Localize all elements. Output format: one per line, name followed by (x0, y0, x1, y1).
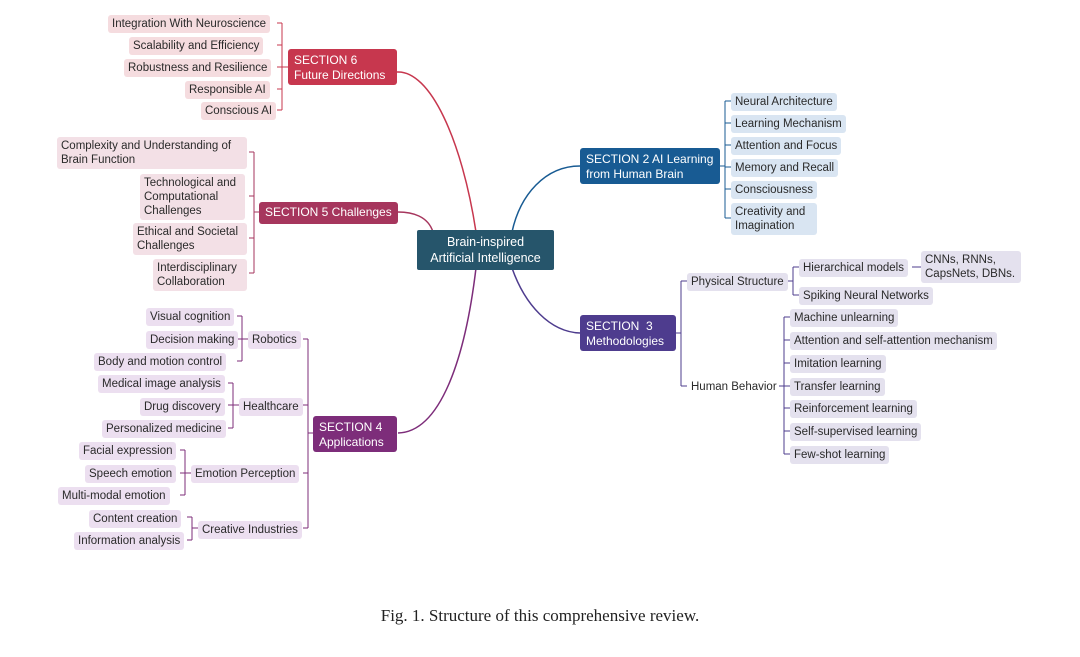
section2-item-learning-mechanism: Learning Mechanism (731, 115, 846, 133)
section6-line2: Future Directions (294, 68, 386, 82)
section6-brackets (277, 22, 288, 111)
section2-item-neural-architecture: Neural Architecture (731, 93, 837, 111)
section6-item-scalability: Scalability and Efficiency (129, 37, 264, 55)
behavior-item-self-supervised: Self-supervised learning (790, 423, 922, 441)
figure-caption: Fig. 1. Structure of this comprehensive … (380, 606, 700, 625)
section2-item-consciousness: Consciousness (731, 181, 817, 199)
behavior-item-reinforcement: Reinforcement learning (790, 400, 917, 418)
emotion-item-facial: Facial expression (79, 442, 177, 460)
human-behavior-node: Human Behavior (691, 381, 777, 393)
branch-section4 (397, 267, 477, 434)
section4-line2: Applications (319, 435, 384, 449)
physical-structure-node: Physical Structure (687, 273, 788, 291)
robotics-node: Robotics (248, 331, 301, 349)
section2-item-attention-focus: Attention and Focus (731, 137, 842, 155)
section2-line1: SECTION 2 AI Learning (586, 152, 714, 166)
section2-brackets (720, 100, 731, 219)
emotion-node: Emotion Perception (191, 465, 300, 483)
section5-item-technological: Technological and Computational Challeng… (140, 174, 245, 220)
section3-node: SECTION 3 Methodologies (580, 315, 676, 351)
section3-line1: SECTION 3 (586, 319, 653, 333)
creative-item-information: Information analysis (74, 532, 185, 550)
branch-section6 (396, 71, 477, 233)
robotics-item-body-motion: Body and motion control (94, 353, 227, 371)
section2-line2: from Human Brain (586, 167, 684, 181)
section2-node: SECTION 2 AI Learning from Human Brain (580, 148, 720, 184)
section6-item-robustness: Robustness and Resilience (124, 59, 272, 77)
hierarchical-models-node: Hierarchical models (799, 259, 908, 277)
spiking-neural-networks: Spiking Neural Networks (799, 287, 933, 305)
section6-line1: SECTION 6 (294, 53, 358, 67)
branch-section2 (511, 165, 581, 233)
section6-node: SECTION 6 Future Directions (288, 49, 397, 85)
section4-node: SECTION 4 Applications (313, 416, 397, 452)
section3-line2: Methodologies (586, 334, 665, 348)
behavior-item-machine-unlearning: Machine unlearning (790, 309, 899, 327)
section4-line1: SECTION 4 (319, 420, 383, 434)
section6-item-responsible-ai: Responsible AI (185, 81, 270, 99)
robotics-item-decision: Decision making (146, 331, 239, 349)
section4-brackets (180, 315, 314, 541)
section6-item-conscious-ai: Conscious AI (201, 102, 277, 120)
behavior-item-imitation: Imitation learning (790, 355, 886, 373)
healthcare-node: Healthcare (239, 398, 303, 416)
root-line2: Artificial Intelligence (430, 251, 541, 265)
robotics-item-visual: Visual cognition (146, 308, 235, 326)
hierarchical-models-detail: CNNs, RNNs, CapsNets, DBNs. (921, 251, 1021, 283)
healthcare-item-personalized: Personalized medicine (102, 420, 226, 438)
section2-item-creativity: Creativity and Imagination (731, 203, 817, 235)
branch-section5 (397, 211, 434, 233)
emotion-item-speech: Speech emotion (85, 465, 177, 483)
section6-item-integration: Integration With Neuroscience (108, 15, 271, 33)
behavior-item-attention-mechanism: Attention and self-attention mechanism (790, 332, 997, 350)
creative-node: Creative Industries (198, 521, 302, 539)
root-line1: Brain-inspired (446, 235, 525, 249)
emotion-item-multimodal: Multi-modal emotion (58, 487, 170, 505)
behavior-item-transfer: Transfer learning (790, 378, 885, 396)
healthcare-item-drug: Drug discovery (140, 398, 225, 416)
branch-section3 (511, 267, 581, 334)
behavior-item-few-shot: Few-shot learning (790, 446, 890, 464)
creative-item-content: Content creation (89, 510, 182, 528)
root-node: Brain-inspired Artificial Intelligence (417, 230, 554, 270)
section5-item-interdisciplinary: Interdisciplinary Collaboration (153, 259, 247, 291)
healthcare-item-medical-image: Medical image analysis (98, 375, 225, 393)
section3-brackets (676, 266, 924, 455)
section5-node: SECTION 5 Challenges (259, 202, 398, 224)
section5-item-ethical: Ethical and Societal Challenges (133, 223, 247, 255)
section2-item-memory-recall: Memory and Recall (731, 159, 839, 177)
section5-item-complexity: Complexity and Understanding of Brain Fu… (57, 137, 247, 169)
